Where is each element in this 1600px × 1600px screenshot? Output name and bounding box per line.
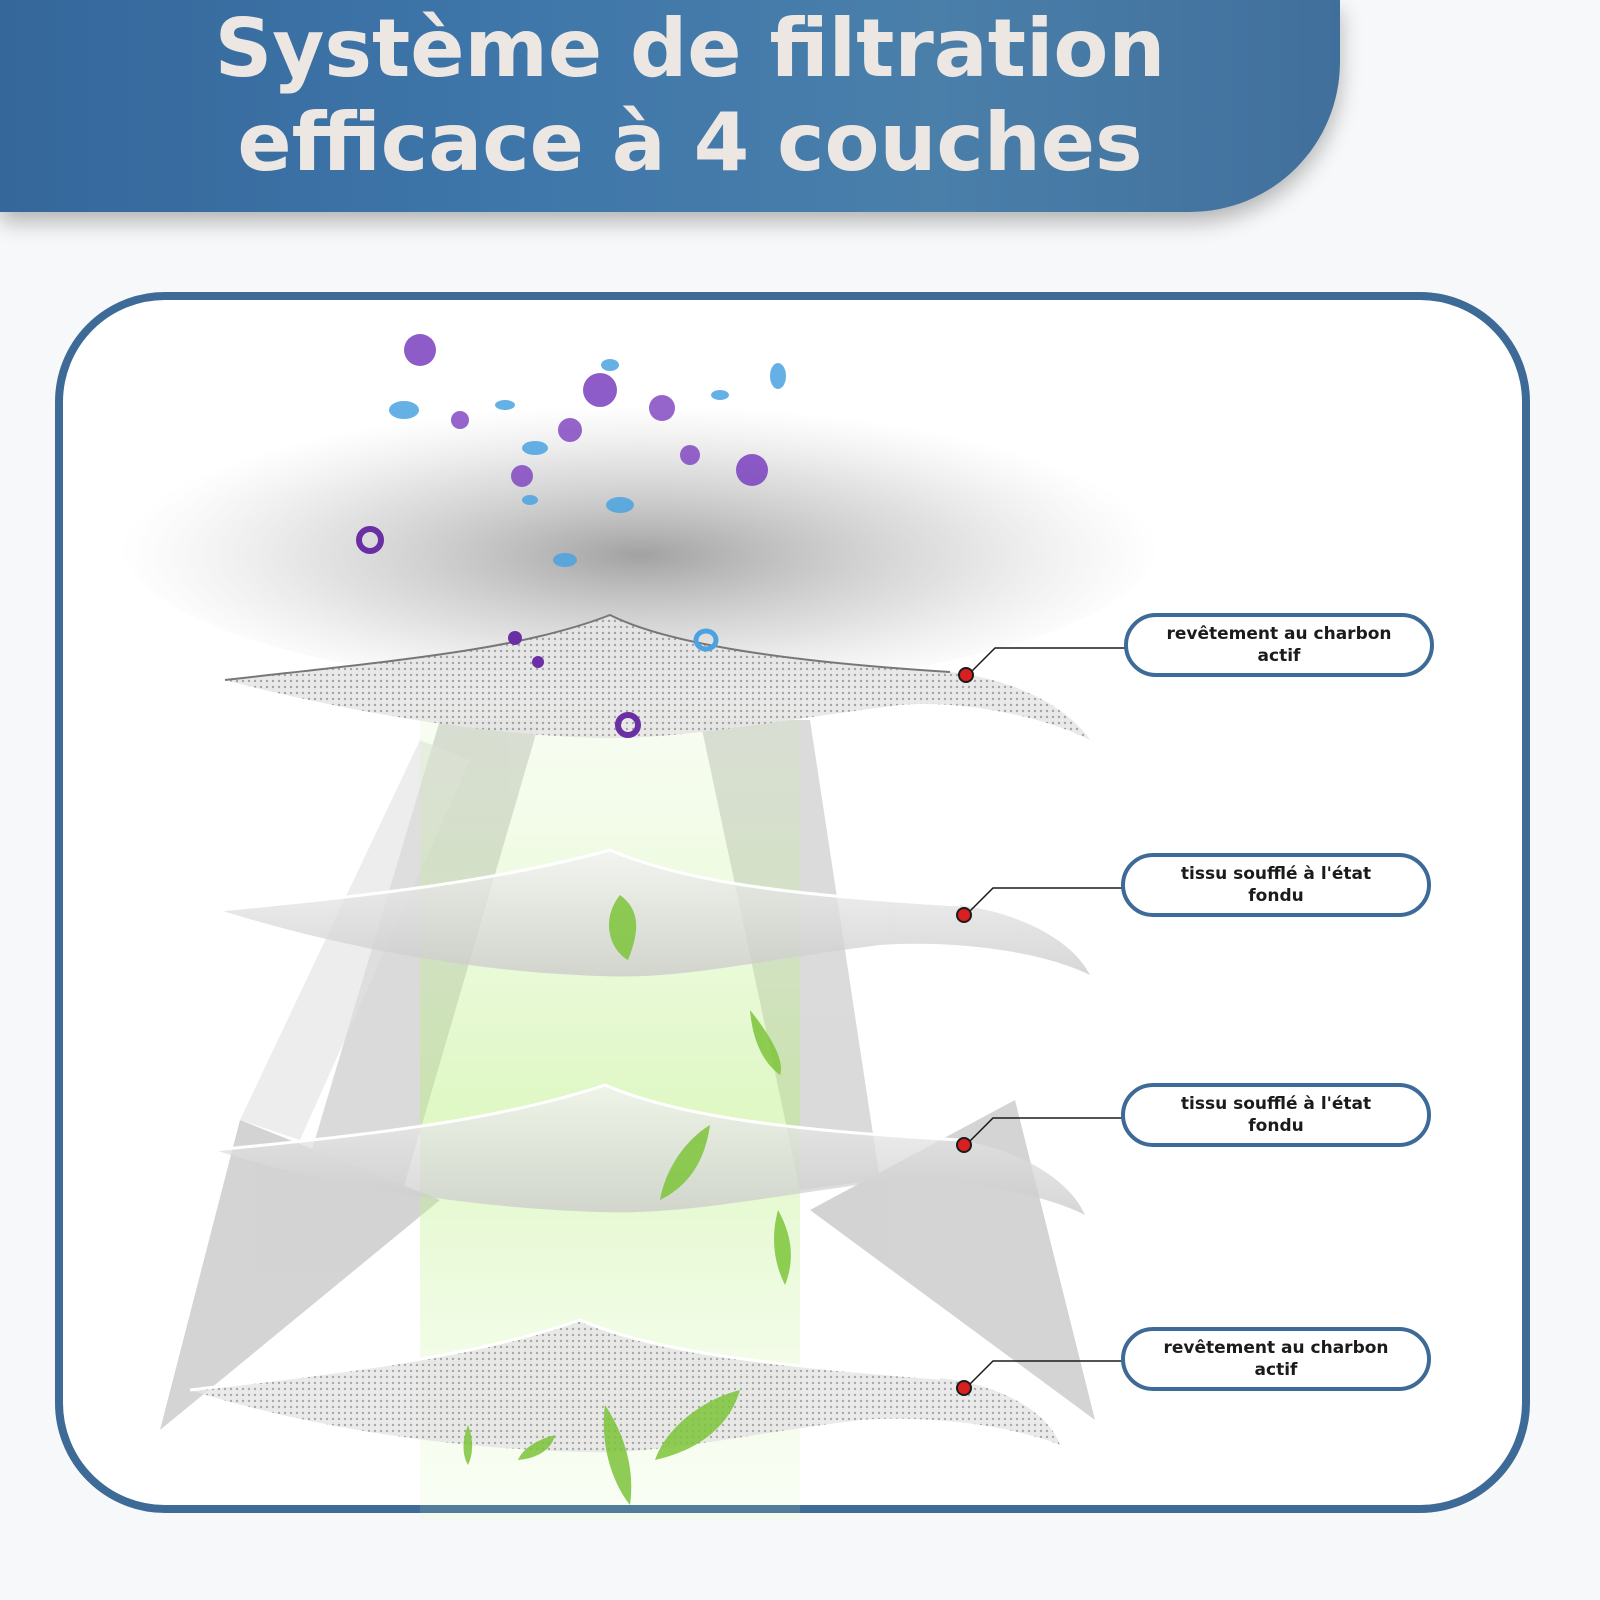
leader-lines: [965, 647, 1128, 1389]
leaves: [463, 895, 791, 1505]
marker-dot-2: [956, 907, 972, 923]
filter-layer-1: [224, 613, 1090, 740]
marker-dot-1: [958, 667, 974, 683]
layer-4-label: revêtement au charbon actif: [1121, 1327, 1431, 1391]
layer-1-label: revêtement au charbon actif: [1124, 613, 1434, 677]
layer-3-label: tissu soufflé à l'état fondu: [1121, 1083, 1431, 1147]
dust-cloud: [120, 390, 1160, 690]
marker-dot-4: [956, 1380, 972, 1396]
filter-layer-4: [189, 1318, 1060, 1453]
layer-markers: [956, 667, 974, 1396]
title-line-2: efficace à 4 couches: [237, 96, 1143, 189]
layer-2-label: tissu soufflé à l'état fondu: [1121, 853, 1431, 917]
page-title: Système de filtration efficace à 4 couch…: [20, 2, 1360, 190]
filter-layer-2: [219, 848, 1090, 977]
title-banner: [0, 0, 1340, 212]
pollutant-particles: [356, 334, 786, 738]
marker-dot-3: [956, 1137, 972, 1153]
title-line-1: Système de filtration: [214, 2, 1166, 95]
filter-layer-3: [214, 1083, 1085, 1215]
